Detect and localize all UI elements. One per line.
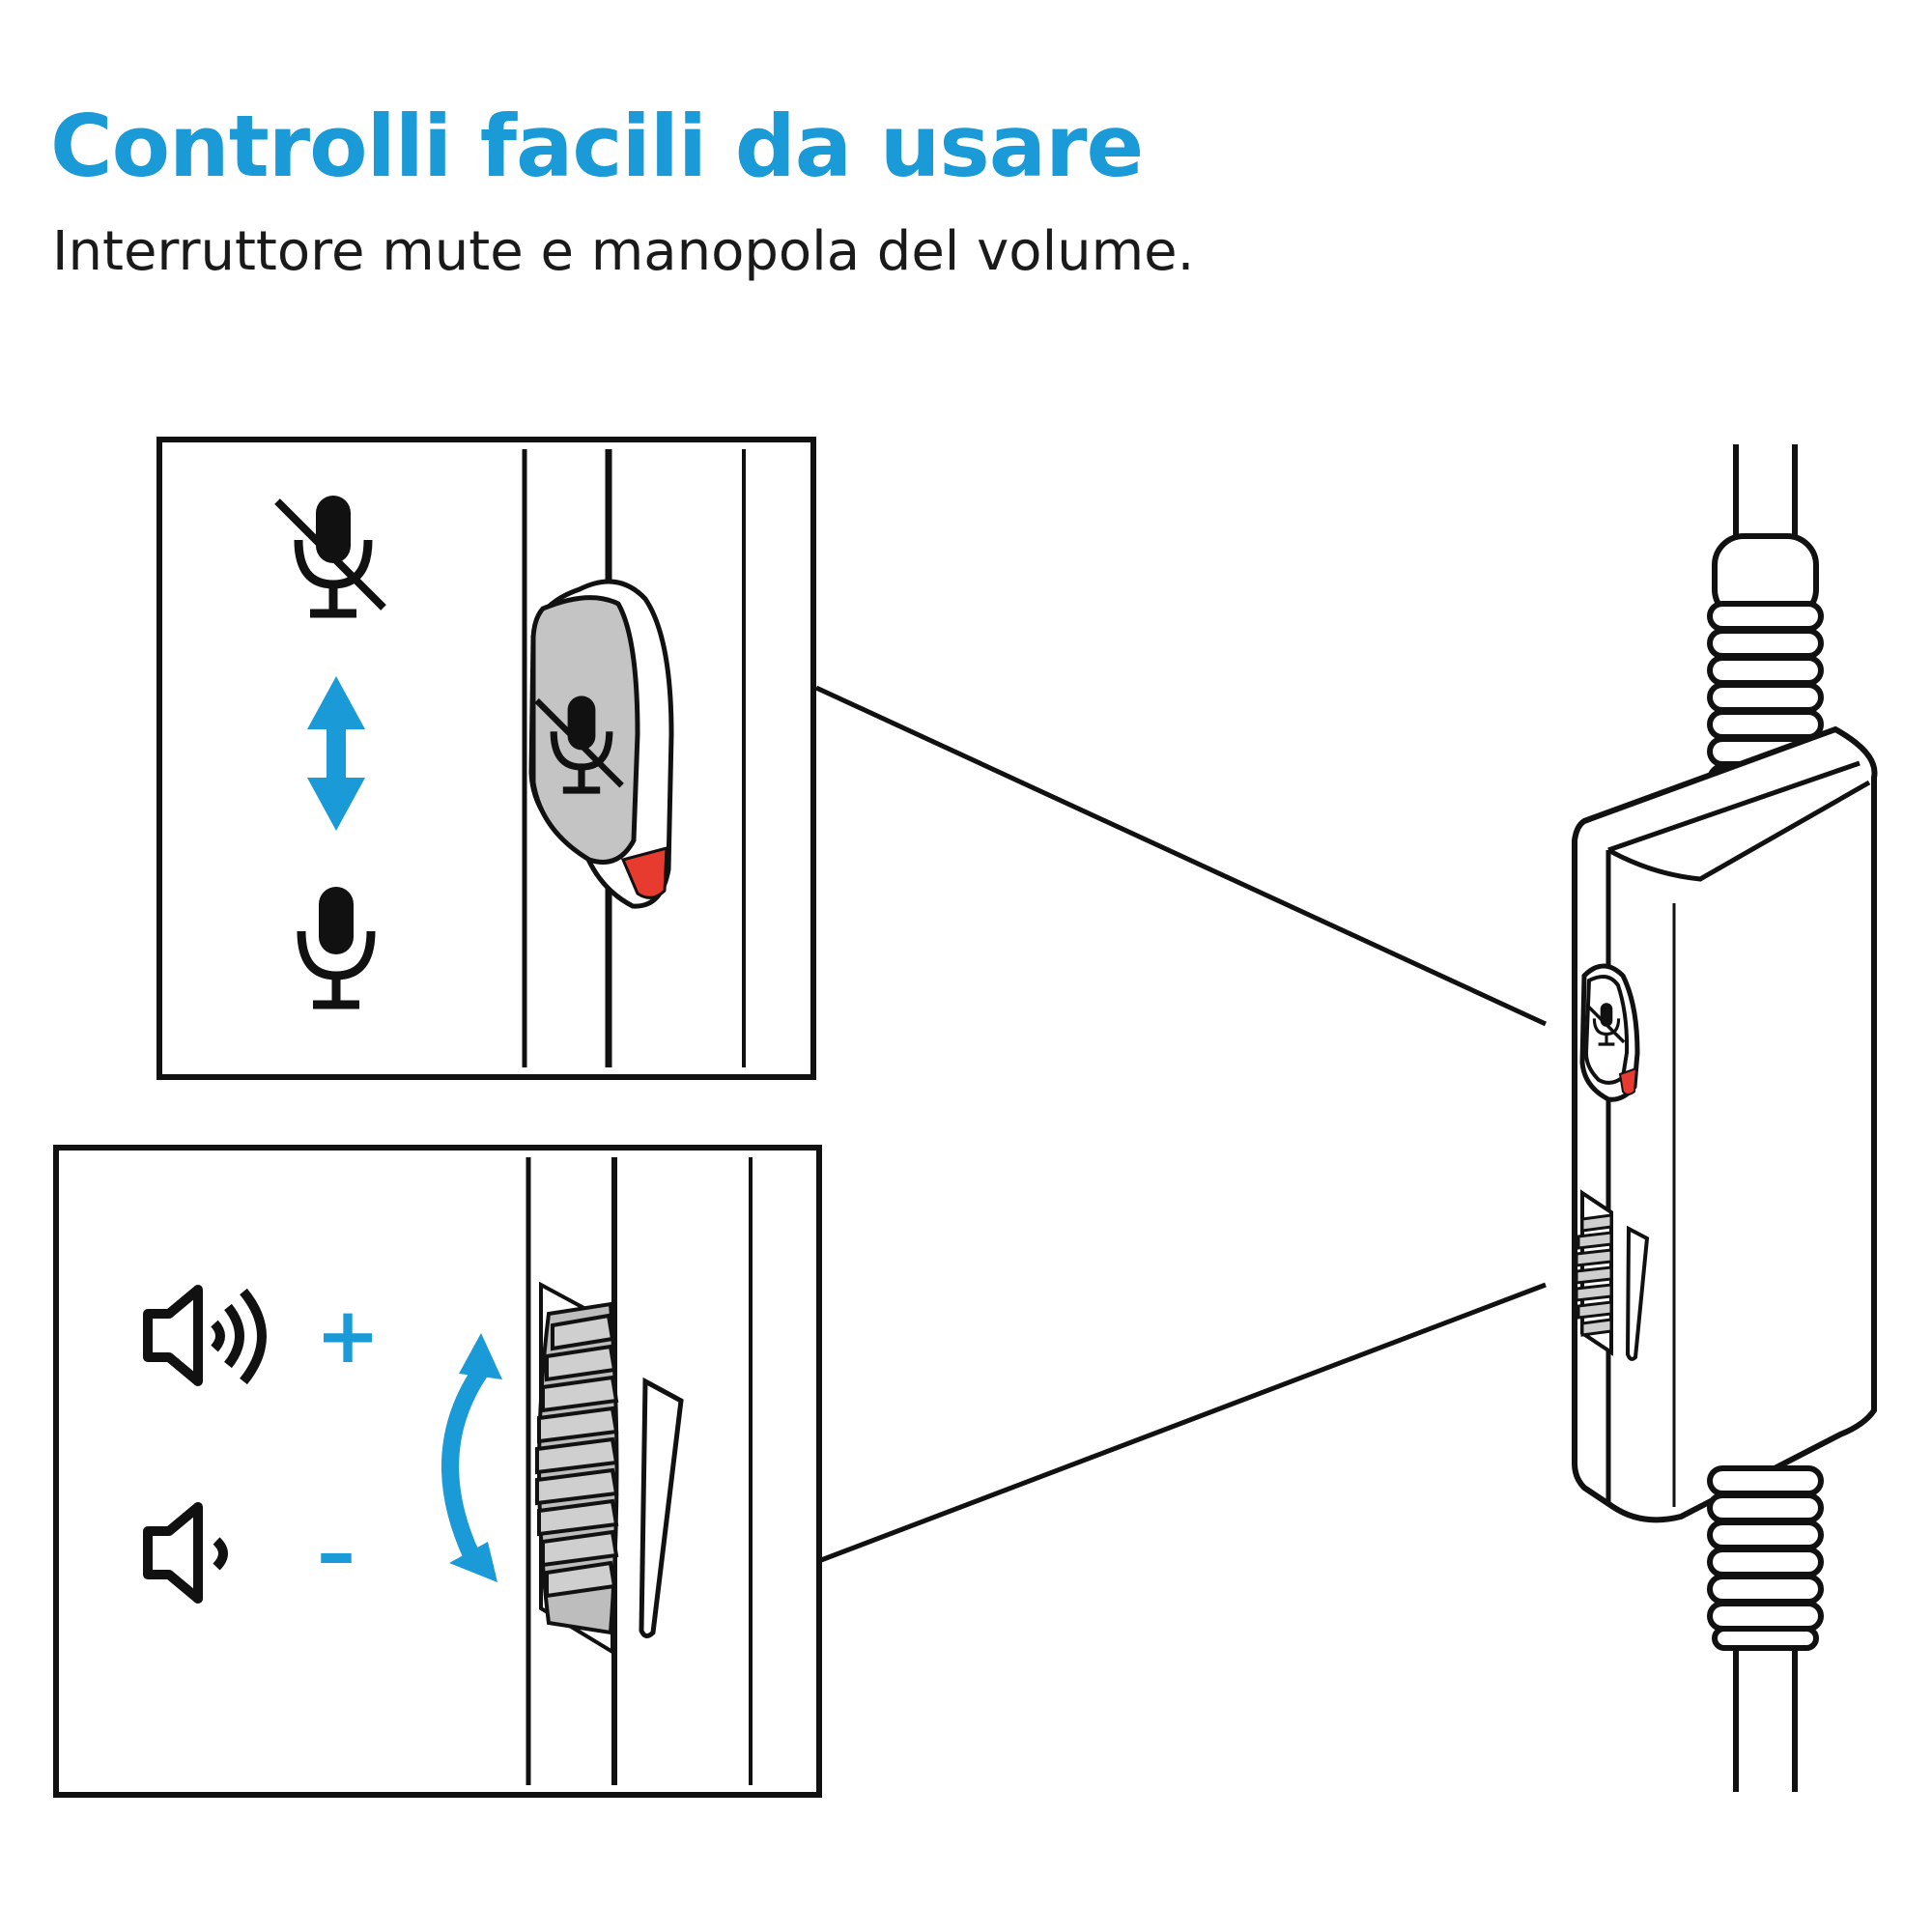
volume-wheel-enlarged[interactable] [535, 1281, 684, 1656]
vertical-double-arrow-icon [307, 676, 365, 831]
volume-minus-label: – [317, 1508, 355, 1598]
curved-double-arrow-icon [441, 1333, 502, 1582]
mute-switch-enlarged[interactable] [528, 579, 674, 909]
page-title: Controlli facili da usare [50, 97, 1144, 196]
mute-switch[interactable] [1579, 963, 1640, 1102]
speaker-quiet-icon [143, 1502, 228, 1604]
microphone-muted-icon [274, 496, 386, 613]
mute-callout-line [814, 685, 1548, 1027]
cable-strain-relief-bottom [1707, 1465, 1824, 1651]
volume-detail-panel: + – [53, 1145, 822, 1798]
volume-wheel[interactable] [1575, 1189, 1650, 1361]
page-subtitle: Interruttore mute e manopola del volume. [52, 220, 1195, 283]
speaker-loud-icon [143, 1285, 267, 1386]
volume-plus-label: + [315, 1291, 380, 1380]
mute-detail-panel [156, 437, 816, 1080]
switch-muted-mic-icon [534, 696, 624, 790]
volume-callout-line [820, 1282, 1547, 1563]
inline-remote-device [1572, 444, 1878, 1792]
mute-switch-mic-icon [1585, 1001, 1626, 1046]
